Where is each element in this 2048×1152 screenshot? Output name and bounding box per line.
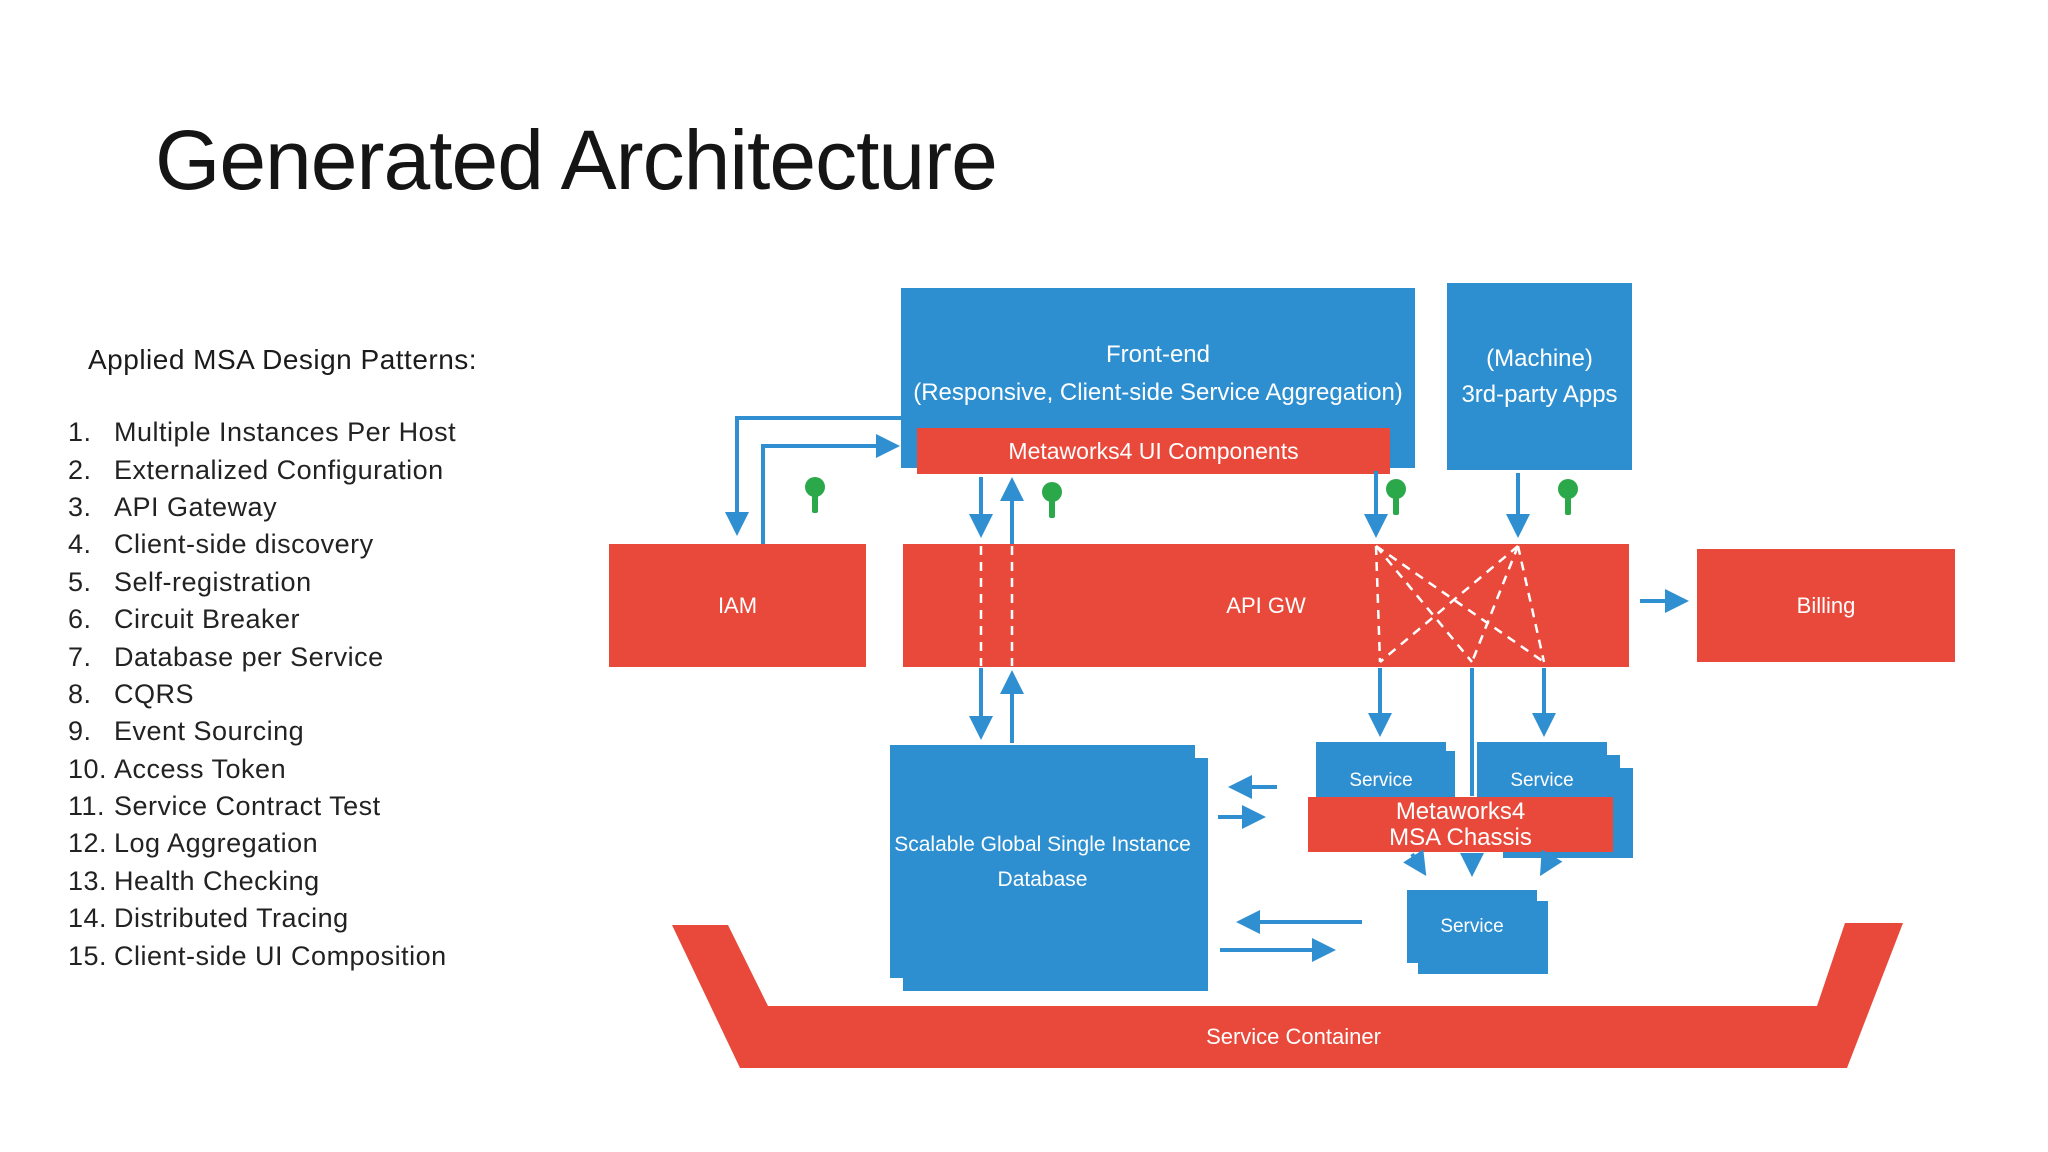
interface-icon <box>1386 479 1406 515</box>
interface-icon <box>1558 479 1578 515</box>
api-gateway-box: API GW <box>903 544 1629 667</box>
list-item: 4.Client-side discovery <box>68 529 374 560</box>
ui-components-bar: Metaworks4 UI Components <box>917 428 1390 474</box>
list-item: 6.Circuit Breaker <box>68 604 301 635</box>
list-item: 11.Service Contract Test <box>68 791 381 822</box>
list-item: 9.Event Sourcing <box>68 716 305 747</box>
list-item: 14.Distributed Tracing <box>68 903 349 934</box>
list-item: 12.Log Aggregation <box>68 828 319 859</box>
list-item: 8.CQRS <box>68 678 195 709</box>
frontend-to-iam-arrow <box>725 416 901 536</box>
iam-to-frontend-arrow <box>761 434 900 544</box>
slide-title: Generated Architecture <box>155 113 998 207</box>
list-item: 15.Client-side UI Composition <box>68 940 447 971</box>
frontend-subtitle: (Responsive, Client-side Service Aggrega… <box>913 379 1403 406</box>
interface-icon <box>1042 482 1062 518</box>
list-item: 13.Health Checking <box>68 865 320 896</box>
chassis-to-service-arrow-left <box>1403 849 1427 877</box>
msa-chassis-bar: Metaworks4 MSA Chassis <box>1308 797 1613 852</box>
list-item: 5.Self-registration <box>68 566 312 597</box>
list-item: 7.Database per Service <box>68 641 384 672</box>
machine-apps-box: (Machine) 3rd-party Apps <box>1447 283 1632 470</box>
list-item: 2.Externalized Configuration <box>68 454 444 485</box>
frontend-title: Front-end <box>1105 341 1211 368</box>
list-item: 1.Multiple Instances Per Host <box>68 417 457 448</box>
interface-icon <box>805 477 825 513</box>
patterns-list: 1.Multiple Instances Per Host 2.External… <box>68 414 456 975</box>
list-item: 3.API Gateway <box>68 491 278 522</box>
iam-box: IAM <box>609 544 866 667</box>
list-item: 10.Access Token <box>68 753 287 784</box>
service-container-label: Service Container <box>1206 1024 1381 1049</box>
database-box: Scalable Global Single Instance Database <box>890 745 1195 978</box>
service-bottom-box: Service <box>1407 890 1537 963</box>
billing-box: Billing <box>1697 549 1955 662</box>
patterns-heading: Applied MSA Design Patterns: <box>88 344 478 375</box>
